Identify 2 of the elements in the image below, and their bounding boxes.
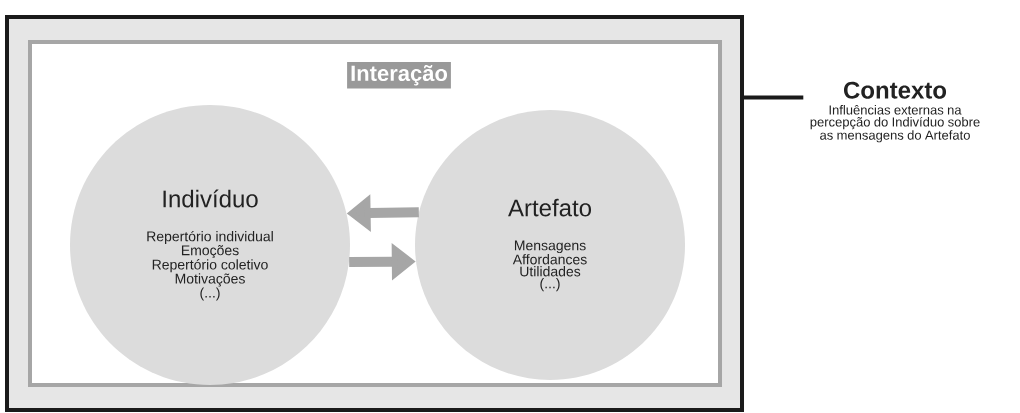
leader-line [742, 95, 804, 100]
context-label: Contexto Influências externas na percepção do Indivíduo sobre as mensagens do Artefato [810, 81, 980, 143]
